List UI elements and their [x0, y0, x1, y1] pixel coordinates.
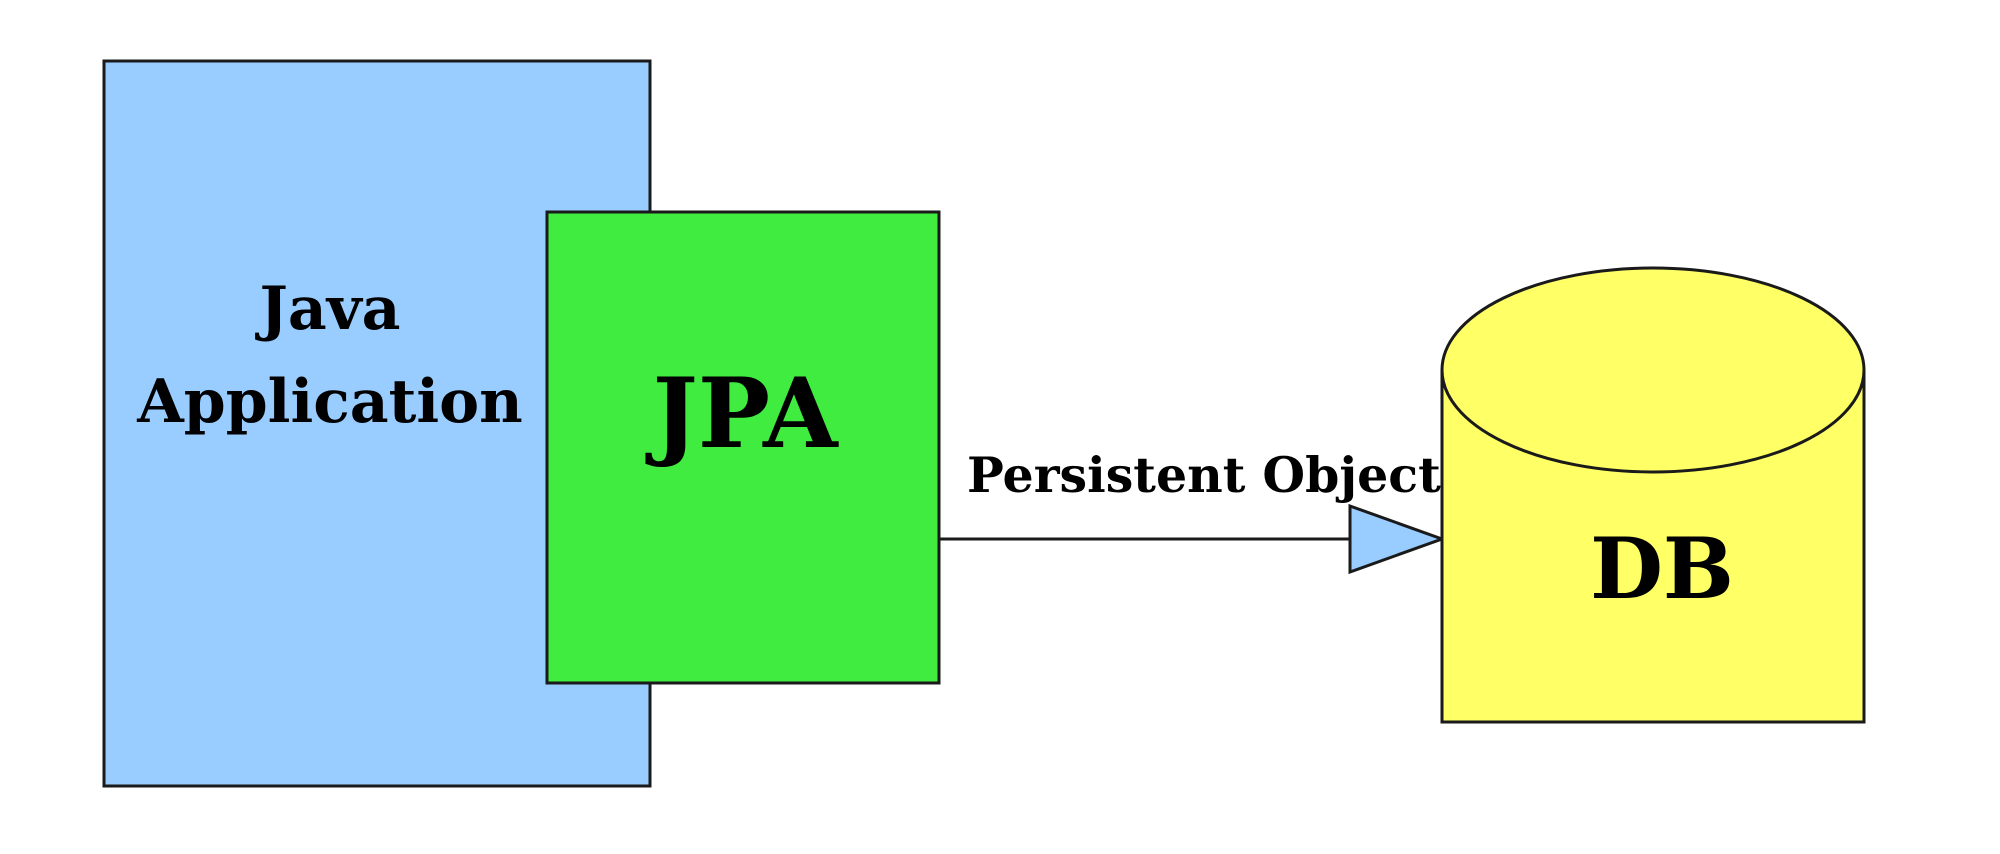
db-label: DB — [1590, 519, 1734, 618]
db-cylinder-body — [1440, 266, 1866, 724]
arrowhead-icon — [1348, 503, 1447, 575]
java-application-label-line1: Java — [254, 274, 400, 344]
jpa-label: JPA — [644, 357, 839, 470]
jpa-box — [545, 210, 941, 685]
edge-label: Persistent Objects — [967, 446, 1468, 504]
db-cylinder-front-rim — [1440, 369, 1866, 474]
java-application-label-line2: Application — [136, 367, 523, 437]
